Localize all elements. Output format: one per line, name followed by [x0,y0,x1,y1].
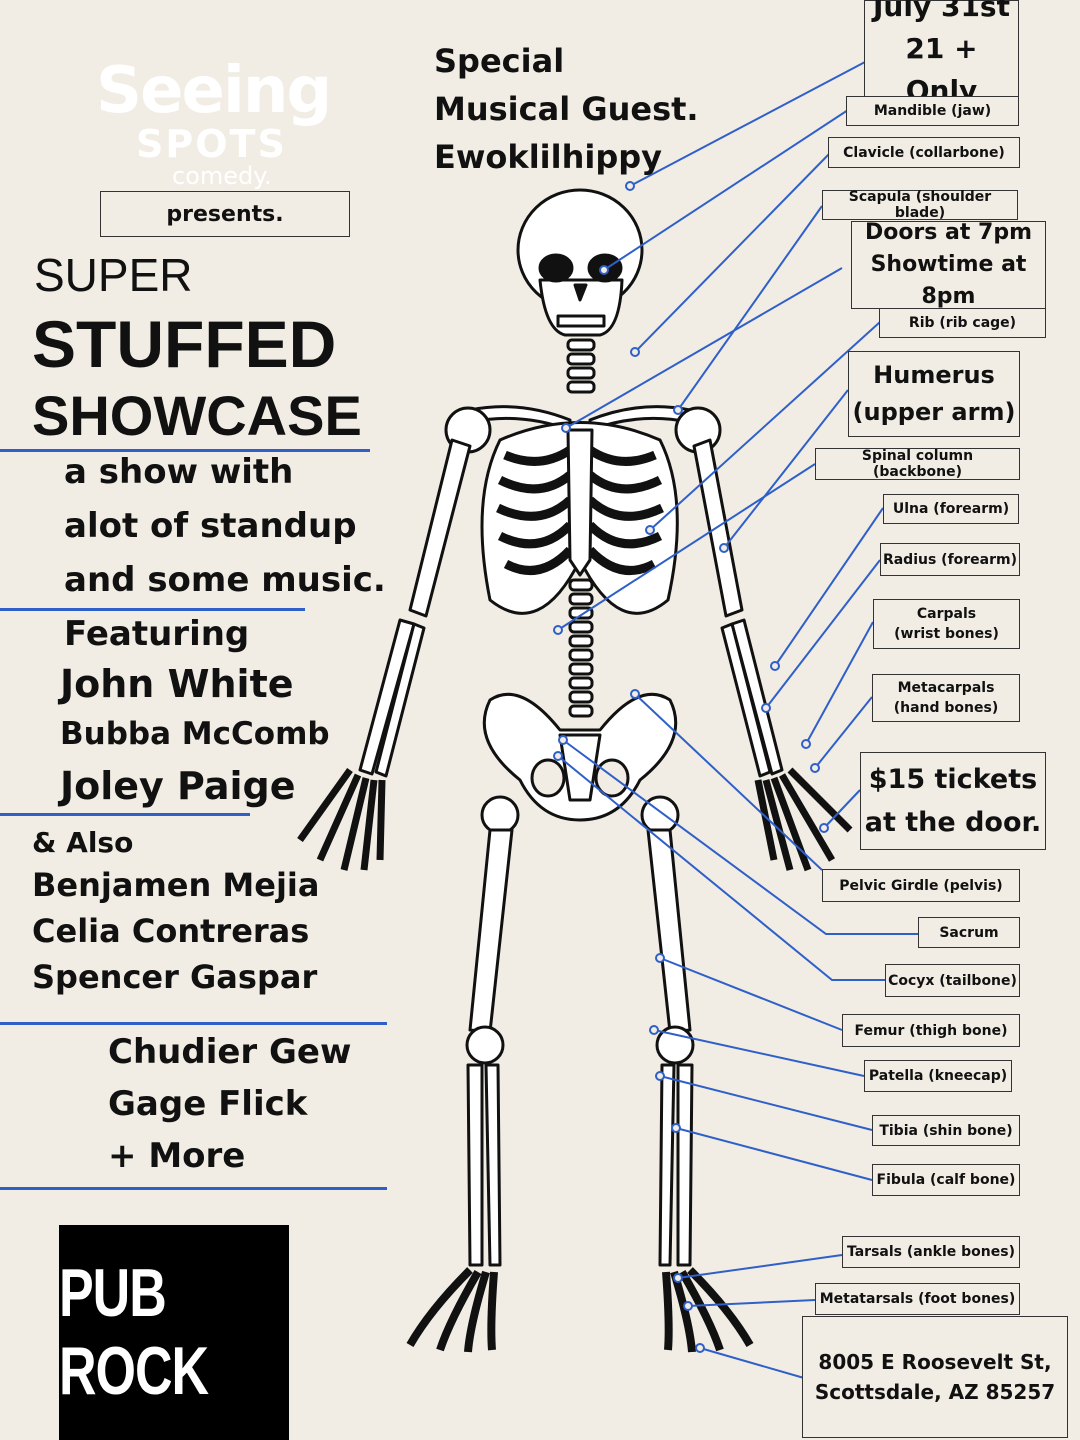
pub-rock-logo: PUB ROCK [59,1225,289,1440]
label-clavicle: Clavicle (collarbone) [828,137,1020,168]
label-sacrum: Sacrum [918,917,1020,948]
showtime: Showtime at 8pm [870,252,1027,309]
title-super: SUPER [34,249,193,301]
divider-line [0,1022,387,1025]
label-text: Radius (forearm) [882,551,1018,568]
label-radius: Radius (forearm) [880,543,1020,576]
label-text: Rib (rib cage) [908,315,1017,331]
label-text: Clavicle (collarbone) [843,144,1005,161]
label-text: Mandible (jaw) [873,103,992,119]
label-metatarsals: Metatarsals (foot bones) [815,1283,1020,1315]
also-performer: Spencer Gaspar [32,958,318,996]
featured-performer: Bubba McComb [60,716,330,752]
logo-word-comedy: comedy. [172,162,272,190]
tagline-3: and some music. [64,560,386,600]
presents-text: presents. [166,201,284,227]
tickets-box: $15 tickets at the door. [860,752,1046,850]
label-text: Carpals [916,606,977,622]
also-performer: Benjamen Mejia [32,866,320,904]
also-performer: Celia Contreras [32,912,310,950]
tagline-1: a show with [64,452,294,492]
seeing-spots-logo: Seeing SPOTS comedy. [96,54,336,194]
guest-line-1: Special [434,42,565,80]
label-text: Tarsals (ankle bones) [846,1244,1015,1260]
label-text: Metacarpals [897,680,995,696]
label-tibia: Tibia (shin bone) [872,1115,1020,1146]
label-spine: Spinal column (backbone) [815,448,1020,480]
pub-rock-text: PUB ROCK [59,1255,209,1410]
doors-time: Doors at 7pm [864,220,1033,245]
divider-line [0,813,250,816]
title-showcase: SHOWCASE [32,384,362,447]
date-box: July 31st 21 + Only [864,0,1019,107]
label-text: Fibula (calf bone) [876,1172,1016,1188]
doors-box: Doors at 7pm Showtime at 8pm [851,220,1046,309]
tagline-2: alot of standup [64,506,357,546]
also-label: & Also [32,826,134,859]
label-patella: Patella (kneecap) [864,1060,1012,1092]
label-rib: Rib (rib cage) [879,308,1046,338]
more-performer: + More [108,1136,246,1176]
ticket-note: at the door. [864,807,1042,838]
humerus-title: Humerus [873,361,995,389]
label-metacarpals: Metacarpals (hand bones) [872,674,1020,722]
label-text: Metatarsals (foot bones) [819,1291,1016,1307]
label-ulna: Ulna (forearm) [883,494,1019,524]
title-stuffed: STUFFED [32,307,337,381]
label-text: Tibia (shin bone) [879,1122,1013,1139]
label-text: (hand bones) [893,700,999,716]
humerus-box: Humerus (upper arm) [848,351,1020,437]
label-fibula: Fibula (calf bone) [872,1164,1020,1196]
more-performer: Chudier Gew [108,1032,352,1072]
label-text: Spinal column (backbone) [861,448,974,480]
label-text: Ulna (forearm) [892,501,1010,517]
event-date: July 31st [873,0,1010,23]
address-city: Scottsdale, AZ 85257 [814,1380,1056,1404]
divider-line [0,449,370,452]
label-cocyx: Cocyx (tailbone) [885,964,1020,997]
label-text: Scapula (shoulder blade) [848,189,992,221]
logo-word-seeing: Seeing [96,54,332,128]
address-box: 8005 E Roosevelt St, Scottsdale, AZ 8525… [802,1316,1068,1438]
divider-line [0,1187,387,1190]
divider-line [0,608,305,611]
label-text: (wrist bones) [894,626,999,642]
more-performer: Gage Flick [108,1084,308,1124]
label-text: Sacrum [939,924,999,941]
label-mandible: Mandible (jaw) [846,96,1019,126]
logo-word-spots: SPOTS [136,122,287,166]
label-text: Patella (kneecap) [868,1068,1008,1084]
label-tarsals: Tarsals (ankle bones) [842,1236,1020,1268]
featuring-label: Featuring [64,614,250,654]
label-femur: Femur (thigh bone) [842,1014,1020,1047]
presents-box: presents. [100,191,350,237]
label-text: Femur (thigh bone) [854,1022,1008,1039]
ticket-price: $15 tickets [868,764,1038,795]
featured-performer: Joley Paige [60,764,296,808]
guest-line-2: Musical Guest. [434,90,699,128]
humerus-sub: (upper arm) [852,398,1016,426]
label-text: Pelvic Girdle (pelvis) [839,877,1003,894]
featured-performer: John White [60,662,294,706]
label-scapula: Scapula (shoulder blade) [822,189,1018,221]
label-carpals: Carpals (wrist bones) [873,599,1020,649]
label-text: Cocyx (tailbone) [888,972,1017,989]
address-street: 8005 E Roosevelt St, [818,1350,1052,1374]
label-pelvis: Pelvic Girdle (pelvis) [822,869,1020,902]
guest-name: Ewoklilhippy [434,138,663,176]
